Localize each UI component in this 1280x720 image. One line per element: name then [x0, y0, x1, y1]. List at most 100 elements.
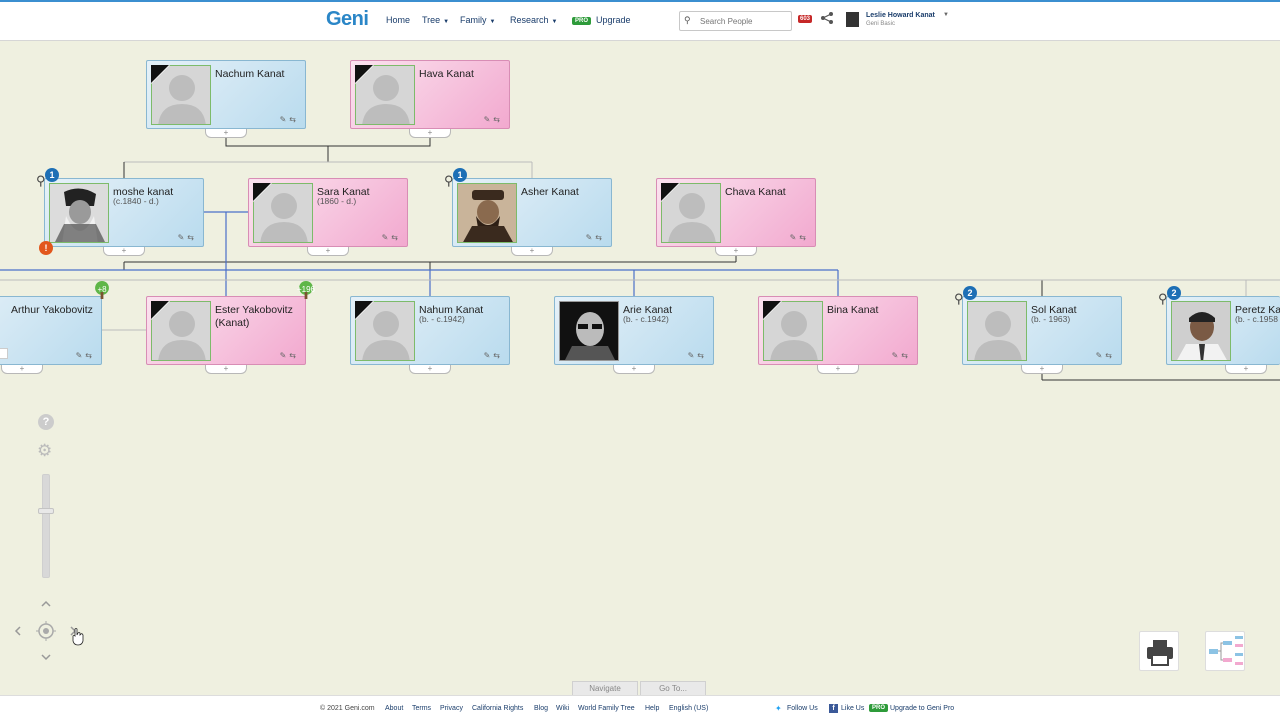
expand-tab[interactable]: +: [103, 247, 145, 256]
center-target-icon[interactable]: [36, 621, 56, 641]
alert-icon[interactable]: !: [39, 241, 53, 255]
person-name[interactable]: moshe kanat: [113, 186, 174, 198]
footer-link-upgrade-pro[interactable]: Upgrade to Geni Pro: [890, 705, 955, 712]
edit-tools-icon[interactable]: ✎⇆: [75, 351, 95, 360]
tree-icon[interactable]: [87, 281, 117, 299]
person-card-moshe-kanat[interactable]: moshe kanat (c.1840 - d.) ✎⇆: [44, 178, 204, 247]
nav-family[interactable]: Family▼: [460, 15, 496, 25]
edit-tools-icon[interactable]: ✎⇆: [789, 233, 809, 242]
expand-tab[interactable]: +: [1, 365, 43, 374]
footer-link-terms[interactable]: Terms: [412, 705, 432, 712]
edit-tools-icon[interactable]: ✎⇆: [687, 351, 707, 360]
zoom-slider-handle[interactable]: [38, 508, 54, 514]
expand-tab[interactable]: +: [613, 365, 655, 374]
person-card-peretz-kanat[interactable]: Peretz Ka (b. - c.1958: [1166, 296, 1280, 365]
footer-link-california-rights[interactable]: California Rights: [472, 705, 524, 712]
match-count-badge[interactable]: 2: [1167, 286, 1181, 300]
edit-tools-icon[interactable]: ✎⇆: [279, 351, 299, 360]
help-icon[interactable]: ?: [38, 414, 54, 430]
share-icon[interactable]: [820, 11, 834, 25]
footer-link-wiki[interactable]: Wiki: [556, 705, 570, 712]
person-name[interactable]: Ester Yakobovitz (Kanat): [215, 304, 293, 329]
print-button[interactable]: [1139, 631, 1179, 671]
person-card-ester-yakobovitz[interactable]: Ester Yakobovitz (Kanat) ✎⇆: [146, 296, 306, 365]
expand-tab[interactable]: +: [205, 129, 247, 138]
pan-left-icon[interactable]: [11, 624, 25, 638]
edit-tools-icon[interactable]: ✎⇆: [483, 351, 503, 360]
notification-badge[interactable]: 603: [798, 15, 813, 23]
pan-down-icon[interactable]: [39, 651, 53, 663]
person-card-sara-kanat[interactable]: Sara Kanat (1860 - d.) ✎⇆: [248, 178, 408, 247]
person-card-nahum-kanat[interactable]: Nahum Kanat (b. - c.1942) ✎⇆: [350, 296, 510, 365]
search-box[interactable]: ⚲: [679, 11, 792, 31]
nav-tree[interactable]: Tree▼: [422, 15, 450, 25]
edit-tools-icon[interactable]: ✎⇆: [585, 233, 605, 242]
person-card-sol-kanat[interactable]: Sol Kanat (b. - 1963) ✎⇆: [962, 296, 1122, 365]
magnifier-icon[interactable]: ⚲: [444, 173, 454, 188]
person-name[interactable]: Sara Kanat: [317, 186, 370, 198]
person-name[interactable]: Sol Kanat: [1031, 304, 1077, 316]
nav-research[interactable]: Research▼: [510, 15, 558, 25]
footer-link-help[interactable]: Help: [645, 705, 660, 712]
edit-tools-icon[interactable]: ✎⇆: [279, 115, 299, 124]
search-input[interactable]: [700, 14, 790, 28]
match-count-badge[interactable]: 1: [45, 168, 59, 182]
tree-view-toggle-button[interactable]: [1205, 631, 1245, 671]
expand-tab[interactable]: +: [1021, 365, 1063, 374]
pan-up-icon[interactable]: [39, 598, 53, 610]
user-avatar[interactable]: [846, 12, 859, 27]
match-count-badge[interactable]: 2: [963, 286, 977, 300]
person-name[interactable]: Hava Kanat: [419, 68, 474, 80]
expand-tab[interactable]: +: [205, 365, 247, 374]
person-name[interactable]: Chava Kanat: [725, 186, 786, 198]
person-card-nachum-kanat[interactable]: Nachum Kanat ✎⇆: [146, 60, 306, 129]
person-name[interactable]: Arie Kanat: [623, 304, 673, 316]
edit-tools-icon[interactable]: ✎⇆: [483, 115, 503, 124]
person-name[interactable]: Arthur Yakobovitz: [11, 304, 93, 316]
edit-tools-icon[interactable]: ✎⇆: [1095, 351, 1115, 360]
person-card-asher-kanat[interactable]: Asher Kanat ✎⇆: [452, 178, 612, 247]
person-name[interactable]: Bina Kanat: [827, 304, 879, 316]
zoom-slider-track[interactable]: [42, 474, 50, 578]
footer-link-world-family-tree[interactable]: World Family Tree: [578, 705, 635, 712]
magnifier-icon[interactable]: ⚲: [36, 173, 46, 188]
person-card-hava-kanat[interactable]: Hava Kanat ✎⇆: [350, 60, 510, 129]
footer-link-blog[interactable]: Blog: [534, 705, 549, 712]
user-name[interactable]: Leslie Howard Kanat: [866, 12, 935, 19]
tab-navigate[interactable]: Navigate: [572, 681, 638, 695]
edit-tools-icon[interactable]: ✎⇆: [381, 233, 401, 242]
footer-link-like-us[interactable]: Like Us: [841, 705, 865, 712]
edit-tools-icon[interactable]: ✎⇆: [177, 233, 197, 242]
magnifier-icon[interactable]: ⚲: [1158, 291, 1168, 306]
nav-home[interactable]: Home: [386, 15, 411, 25]
person-name[interactable]: Nachum Kanat: [215, 68, 285, 80]
invite-button[interactable]: invite: [0, 348, 8, 359]
expand-tab[interactable]: +: [715, 247, 757, 256]
expand-tab[interactable]: +: [409, 129, 451, 138]
expand-tab[interactable]: +: [409, 365, 451, 374]
tab-go-to[interactable]: Go To...: [640, 681, 706, 695]
person-card-arthur-yakobovitz[interactable]: Arthur Yakobovitz invite ✎⇆: [0, 296, 102, 365]
person-name[interactable]: Asher Kanat: [521, 186, 579, 198]
magnifier-icon[interactable]: ⚲: [954, 291, 964, 306]
expand-tab[interactable]: +: [817, 365, 859, 374]
expand-tab[interactable]: +: [511, 247, 553, 256]
footer-link-about[interactable]: About: [385, 705, 404, 712]
footer-link-follow-us[interactable]: Follow Us: [787, 705, 818, 712]
expand-tab[interactable]: +: [307, 247, 349, 256]
tree-icon[interactable]: [291, 281, 321, 299]
edit-tools-icon[interactable]: ✎⇆: [891, 351, 911, 360]
person-name[interactable]: Nahum Kanat: [419, 304, 484, 316]
expand-tab[interactable]: +: [1225, 365, 1267, 374]
person-card-bina-kanat[interactable]: Bina Kanat ✎⇆: [758, 296, 918, 365]
nav-upgrade[interactable]: Upgrade: [596, 15, 631, 25]
chevron-down-icon[interactable]: ▼: [943, 12, 949, 18]
footer-link-privacy[interactable]: Privacy: [440, 705, 463, 712]
geni-logo[interactable]: Geni: [326, 8, 369, 30]
match-count-badge[interactable]: 1: [453, 168, 467, 182]
person-card-chava-kanat[interactable]: Chava Kanat ✎⇆: [656, 178, 816, 247]
footer-link-language[interactable]: English (US): [669, 705, 709, 712]
person-card-arie-kanat[interactable]: Arie Kanat (b. - c.1942) ✎⇆: [554, 296, 714, 365]
person-name[interactable]: Peretz Ka: [1235, 304, 1280, 316]
gear-icon[interactable]: ⚙: [37, 441, 53, 460]
